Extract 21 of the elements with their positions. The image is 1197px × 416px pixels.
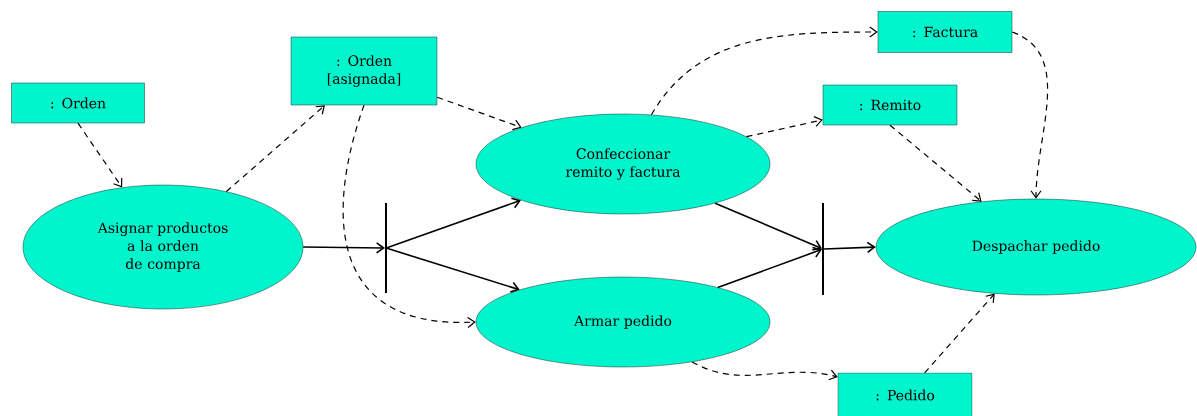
arrow xyxy=(302,242,385,254)
arrow xyxy=(889,124,982,202)
arrow xyxy=(691,361,838,381)
arrow xyxy=(342,104,476,328)
object-box: : Pedido xyxy=(837,372,973,416)
arrow xyxy=(225,105,325,193)
arrow xyxy=(386,247,520,293)
arrow xyxy=(436,96,522,131)
object-box: : Remito xyxy=(822,84,958,126)
arrow xyxy=(386,197,521,249)
arrow xyxy=(745,116,823,138)
arrow xyxy=(823,241,876,254)
arrow xyxy=(650,26,878,116)
arrow xyxy=(716,246,822,289)
object-box: : Orden xyxy=(11,82,145,124)
arrow xyxy=(714,202,822,251)
object-box: : Factura xyxy=(877,11,1013,53)
arrow xyxy=(924,293,995,374)
object-box: : Orden [asignada] xyxy=(290,36,438,106)
arrow xyxy=(1011,31,1049,199)
arrow xyxy=(77,122,123,188)
